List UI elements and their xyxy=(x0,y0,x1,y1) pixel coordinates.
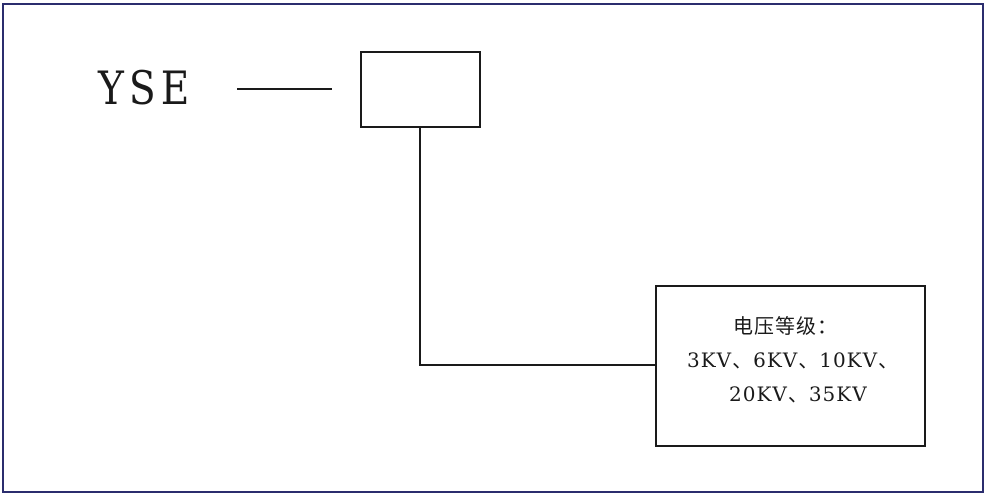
leader-line xyxy=(419,127,655,366)
code-placeholder-box xyxy=(360,51,481,128)
voltage-spec-box: 电压等级： 3KV、6KV、10KV、 20KV、35KV xyxy=(655,285,926,447)
model-code: YSE xyxy=(98,61,195,115)
voltage-spec-text: 电压等级： 3KV、6KV、10KV、 20KV、35KV xyxy=(657,309,924,411)
spec-line-1: 3KV、6KV、10KV、 xyxy=(687,348,900,372)
spec-title: 电压等级： xyxy=(733,314,838,338)
spec-line-2: 20KV、35KV xyxy=(729,382,868,406)
